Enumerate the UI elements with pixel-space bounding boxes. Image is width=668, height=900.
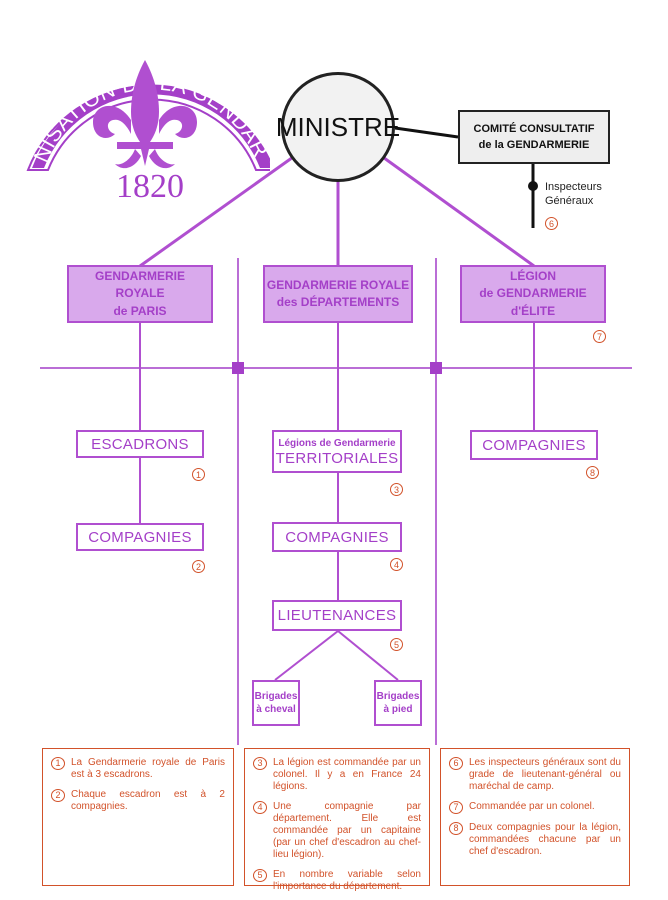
note-item: 5 En nombre variable selon l'importance … [253, 869, 421, 893]
paris-title2: de PARIS [113, 303, 167, 318]
elite-compagnies-box: COMPAGNIES [470, 430, 598, 460]
note-item: 7 Commandée par un colonel. [449, 801, 621, 814]
note-marker-1: 1 [192, 468, 205, 481]
junction-square-right [430, 362, 442, 374]
notes-left: 1 La Gendarmerie royale de Paris est à 3… [42, 748, 234, 886]
note-text: Chaque escadron est à 2 compagnies. [71, 789, 225, 812]
inspecteurs-generaux-label: Inspecteurs Généraux [545, 180, 602, 209]
note-item: 4 Une compagnie par département. Elle es… [253, 801, 421, 861]
note-item: 2 Chaque escadron est à 2 compagnies. [51, 789, 225, 813]
line-minister-paris [139, 153, 297, 268]
fleur-de-lis-icon [93, 60, 197, 169]
junction-square-left [232, 362, 244, 374]
note-item: 3 La légion est commandée par un colonel… [253, 757, 421, 793]
comite-consultatif-box: COMITÉ CONSULTATIF de la GENDARMERIE [458, 110, 610, 164]
escadrons-label: ESCADRONS [91, 435, 189, 453]
line-minister-elite [379, 153, 535, 268]
note-text: En nombre variable selon l'importance du… [273, 869, 421, 892]
line-lieutenances-cheval [274, 630, 339, 681]
departements-title1: GENDARMERIE ROYALE [266, 277, 410, 292]
legions-line1: Légions de Gendarmerie [278, 437, 396, 449]
legion-elite-box: LÉGION de GENDARMERIE d'ÉLITE [460, 265, 606, 323]
year-label: 1820 [116, 168, 184, 205]
note-text: La Gendarmerie royale de Paris est à 3 e… [71, 757, 225, 780]
note-marker-7: 7 [593, 330, 606, 343]
note-item: 1 La Gendarmerie royale de Paris est à 3… [51, 757, 225, 781]
inspecteurs-line1: Inspecteurs [545, 181, 602, 193]
paris-compagnies-label: COMPAGNIES [88, 528, 192, 546]
note-number: 5 [253, 869, 267, 882]
gendarmerie-paris-box: GENDARMERIE ROYALE de PARIS [67, 265, 213, 323]
note-marker-8: 8 [586, 466, 599, 479]
lieutenances-box: LIEUTENANCES [272, 600, 402, 631]
brigades-cheval-box: Brigades à cheval [252, 680, 300, 726]
brigades-pied-box: Brigades à pied [374, 680, 422, 726]
escadrons-box: ESCADRONS [76, 430, 204, 458]
paris-compagnies-box: COMPAGNIES [76, 523, 204, 551]
departements-compagnies-label: COMPAGNIES [285, 528, 389, 546]
notes-right: 6 Les inspecteurs généraux sont du grade… [440, 748, 630, 886]
note-marker-4: 4 [390, 558, 403, 571]
note-marker-3: 3 [390, 483, 403, 496]
note-item: 8 Deux compagnies pour la légion, comman… [449, 822, 621, 858]
note-number: 6 [449, 757, 463, 770]
paris-title1: GENDARMERIE ROYALE [94, 268, 185, 301]
departements-title2: des DÉPARTEMENTS [276, 295, 400, 309]
elite-title2: de GENDARMERIE d'ÉLITE [479, 286, 587, 318]
note-text: Une compagnie par département. Elle est … [273, 801, 421, 860]
comite-line1: COMITÉ CONSULTATIF [473, 122, 595, 135]
comite-line2: de la GENDARMERIE [478, 139, 590, 151]
line-lieutenances-pied [337, 630, 399, 681]
note-number: 2 [51, 789, 65, 802]
note-marker-2: 2 [192, 560, 205, 573]
note-number: 3 [253, 757, 267, 770]
inspecteurs-dot [528, 181, 538, 191]
gendarmerie-departements-box: GENDARMERIE ROYALE des DÉPARTEMENTS [263, 265, 413, 323]
minister-node: MINISTRE [276, 72, 400, 182]
line-minister-comite [394, 126, 459, 139]
note-number: 7 [449, 801, 463, 814]
departements-compagnies-box: COMPAGNIES [272, 522, 402, 552]
elite-compagnies-label: COMPAGNIES [482, 436, 586, 454]
note-number: 4 [253, 801, 267, 814]
note-item: 6 Les inspecteurs généraux sont du grade… [449, 757, 621, 793]
brigades-pied-line2: à pied [383, 704, 413, 715]
lieutenances-label: LIEUTENANCES [277, 607, 397, 624]
note-text: La légion est commandée par un colonel. … [273, 757, 421, 792]
legions-line2: TERRITORIALES [275, 449, 399, 467]
note-text: Deux compagnies pour la légion, commandé… [469, 822, 621, 857]
brigades-pied-line1: Brigades [376, 691, 420, 702]
emblem: ORGANISATION DE LA GENDARMERIE [20, 20, 270, 171]
elite-title1: LÉGION [509, 268, 556, 283]
legions-territoriales-box: Légions de Gendarmerie TERRITORIALES [272, 430, 402, 473]
note-marker-6: 6 [545, 217, 558, 230]
note-text: Commandée par un colonel. [469, 801, 595, 812]
brigades-cheval-line2: à cheval [256, 704, 296, 715]
inspecteurs-line2: Généraux [545, 195, 594, 208]
note-marker-5: 5 [390, 638, 403, 651]
note-number: 1 [51, 757, 65, 770]
brigades-cheval-line1: Brigades [254, 691, 298, 702]
note-number: 8 [449, 822, 463, 835]
notes-middle: 3 La légion est commandée par un colonel… [244, 748, 430, 892]
note-text: Les inspecteurs généraux sont du grade d… [469, 757, 621, 792]
